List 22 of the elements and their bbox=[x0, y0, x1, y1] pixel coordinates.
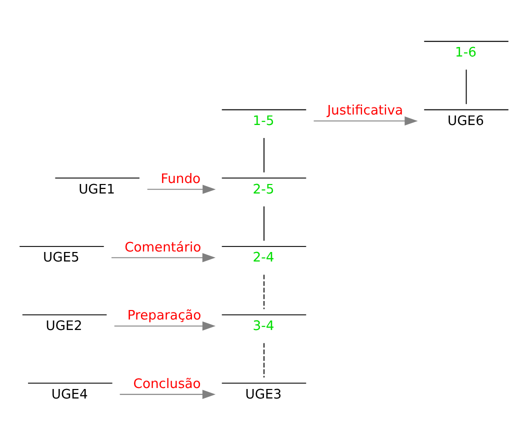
arrow bbox=[119, 389, 216, 398]
node-text: UGE3 bbox=[245, 386, 282, 402]
arrow bbox=[111, 252, 216, 262]
arrow bbox=[146, 184, 216, 194]
node-text: UGE4 bbox=[51, 386, 88, 402]
edge-label: Comentário bbox=[124, 240, 202, 255]
node-text: 1-6 bbox=[455, 45, 476, 60]
edge-label: Preparação bbox=[127, 308, 202, 324]
node-text: 1-5 bbox=[252, 113, 274, 128]
node-text: UGE2 bbox=[46, 318, 82, 334]
node-text: UGE5 bbox=[43, 250, 80, 266]
node-text: UGE1 bbox=[78, 182, 115, 197]
edge-label: Justificativa bbox=[327, 103, 404, 118]
arrow bbox=[313, 116, 418, 126]
edge-label: Conclusão bbox=[133, 376, 201, 392]
node-text: UGE6 bbox=[448, 113, 484, 128]
node-text: 2-5 bbox=[252, 182, 274, 197]
connector bbox=[466, 68, 467, 104]
arrow bbox=[114, 320, 216, 330]
node-text: 3-4 bbox=[252, 318, 274, 334]
edge-label: Fundo bbox=[160, 171, 201, 186]
node-text: 2-4 bbox=[252, 250, 274, 266]
